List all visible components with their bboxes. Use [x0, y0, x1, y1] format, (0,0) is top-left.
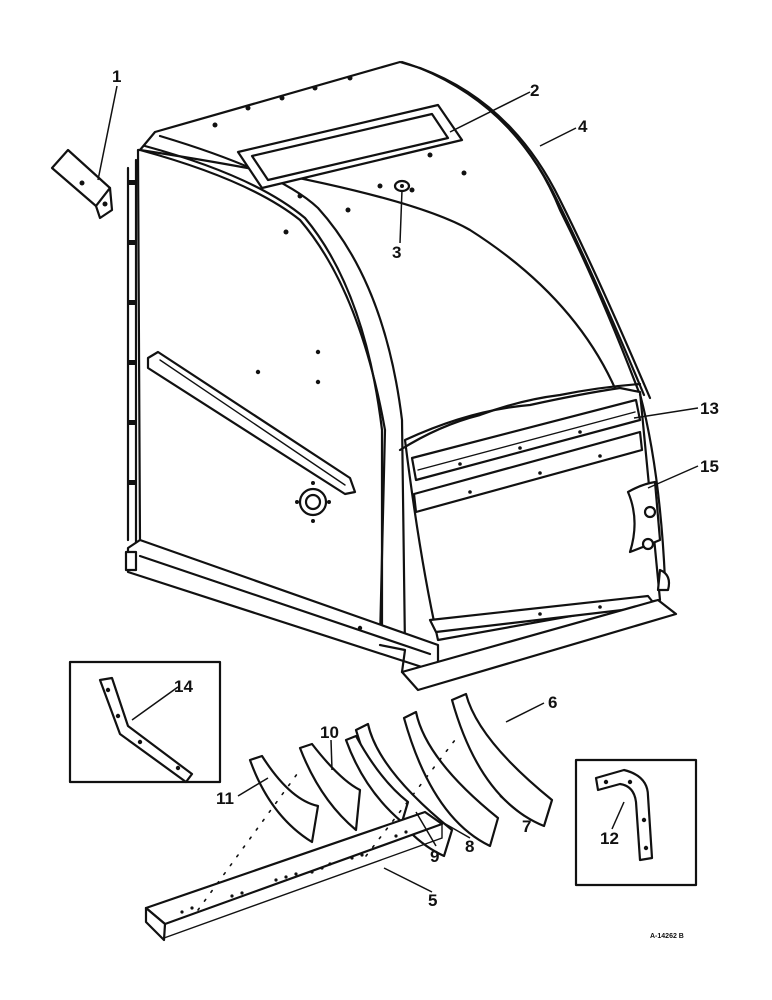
callout-3: 3 — [392, 243, 401, 262]
callout-8: 8 — [465, 837, 474, 856]
callout-12: 12 — [600, 829, 619, 848]
callout-15: 15 — [700, 457, 719, 476]
callout-4: 4 — [578, 117, 588, 136]
callout-10: 10 — [320, 723, 339, 742]
callouts: 1 2 3 4 5 6 7 8 9 10 11 12 13 14 15 — [112, 67, 719, 910]
part-1-bracket — [50, 148, 114, 220]
callout-9: 9 — [430, 847, 439, 866]
callout-11: 11 — [216, 789, 234, 808]
drawing-code: A-14262 B — [650, 933, 684, 940]
callout-1: 1 — [112, 67, 121, 86]
part-2-window-frame — [236, 103, 464, 190]
callout-14: 14 — [174, 677, 193, 696]
callout-6: 6 — [548, 693, 557, 712]
part-5-mounting-plate — [144, 810, 444, 942]
part-3-cap — [393, 179, 411, 193]
bottom-extension-plate — [378, 598, 678, 692]
inset-part-12 — [574, 758, 698, 887]
callout-2: 2 — [530, 81, 539, 100]
cutaway-interior — [398, 382, 671, 642]
inset-part-14 — [68, 660, 222, 784]
hood-body — [124, 60, 652, 670]
leader-lines — [97, 85, 699, 893]
callout-7: 7 — [522, 817, 531, 836]
callout-13: 13 — [700, 399, 719, 418]
callout-5: 5 — [428, 891, 437, 910]
